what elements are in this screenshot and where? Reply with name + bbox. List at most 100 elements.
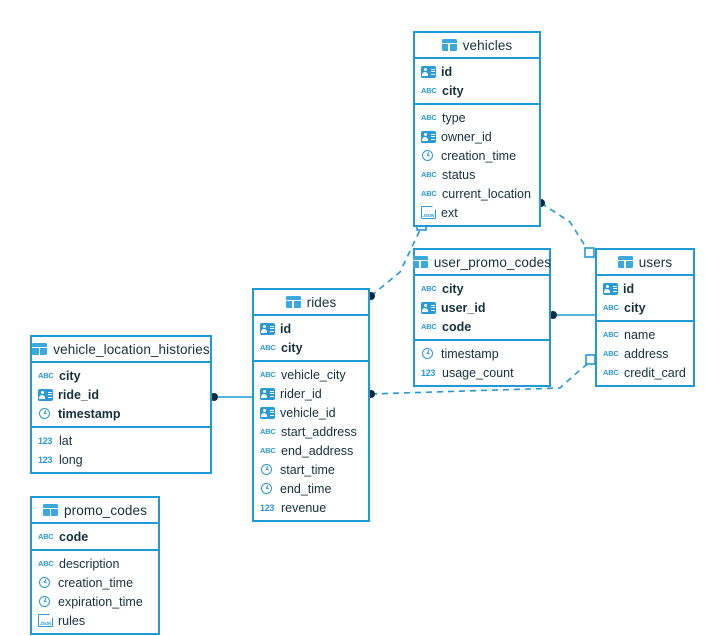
abc-string-icon: ABC (421, 169, 437, 179)
number-icon: 123 (38, 454, 53, 465)
column-row-ride_id[interactable]: ride_id (32, 385, 210, 404)
column-label: city (442, 83, 464, 98)
abc-string-icon: ABC (421, 112, 437, 122)
table-header-vehicles[interactable]: vehicles (415, 33, 539, 59)
column-label: vehicle_city (281, 367, 346, 382)
json-doc-icon: JSON (38, 613, 54, 627)
clock-icon (38, 576, 53, 589)
column-row-rules[interactable]: JSON rules (32, 611, 158, 630)
table-title: vehicles (462, 37, 513, 53)
column-row-timestamp[interactable]: timestamp (415, 344, 549, 363)
columns-section: 123 lat 123 long (32, 428, 210, 472)
number-icon: 123 (38, 435, 53, 446)
column-label: rider_id (280, 386, 322, 401)
column-row-id[interactable]: id (597, 279, 693, 298)
column-label: id (623, 281, 635, 296)
clock-icon (421, 149, 436, 162)
column-row-name[interactable]: ABC name (597, 325, 693, 344)
column-label: long (59, 452, 83, 467)
column-label: code (442, 319, 472, 334)
table-grid-icon (441, 39, 457, 51)
relationship-vehicle-location-histories-to-rides (210, 393, 252, 401)
id-card-icon (421, 130, 436, 143)
table-grid-icon (617, 256, 633, 268)
column-label: ext (441, 205, 458, 220)
column-label: name (624, 327, 656, 342)
column-label: description (59, 556, 120, 571)
column-row-timestamp[interactable]: timestamp (32, 404, 210, 423)
table-header-vehicle_location_histories[interactable]: vehicle_location_histories (32, 337, 210, 363)
id-card-icon (260, 322, 275, 335)
id-card-icon (260, 406, 275, 419)
column-row-description[interactable]: ABC description (32, 554, 158, 573)
column-label: credit_card (624, 365, 686, 380)
column-label: creation_time (441, 148, 517, 163)
table-title: vehicle_location_histories (53, 341, 210, 357)
column-row-owner_id[interactable]: owner_id (415, 127, 539, 146)
column-row-creation_time[interactable]: creation_time (32, 573, 158, 592)
column-row-end_time[interactable]: end_time (254, 479, 368, 498)
column-label: current_location (442, 186, 531, 201)
column-row-rider_id[interactable]: rider_id (254, 384, 368, 403)
columns-section: ABC description creation_time expiration_ti… (32, 551, 158, 633)
column-row-vehicle_id[interactable]: vehicle_id (254, 403, 368, 422)
column-label: code (59, 529, 89, 544)
column-row-creation_time[interactable]: creation_time (415, 146, 539, 165)
table-header-promo_codes[interactable]: promo_codes (32, 498, 158, 524)
id-card-icon (421, 65, 436, 78)
column-row-lat[interactable]: 123 lat (32, 431, 210, 450)
id-card-icon (603, 282, 618, 295)
column-row-id[interactable]: id (254, 319, 368, 338)
column-row-start_time[interactable]: start_time (254, 460, 368, 479)
column-label: lat (59, 433, 73, 448)
column-row-user_id[interactable]: user_id (415, 298, 549, 317)
column-label: expiration_time (58, 594, 143, 609)
table-header-users[interactable]: users (597, 250, 693, 276)
column-label: rules (58, 613, 86, 628)
table-grid-icon (412, 256, 428, 268)
table-grid-icon (285, 296, 301, 308)
column-row-long[interactable]: 123 long (32, 450, 210, 469)
abc-string-icon: ABC (603, 329, 619, 339)
table-grid-icon (43, 504, 59, 516)
abc-string-icon: ABC (38, 558, 54, 568)
column-label: ride_id (58, 387, 99, 402)
clock-icon (260, 463, 275, 476)
table-header-rides[interactable]: rides (254, 290, 368, 316)
column-row-id[interactable]: id (415, 62, 539, 81)
column-row-expiration_time[interactable]: expiration_time (32, 592, 158, 611)
table-header-user_promo_codes[interactable]: user_promo_codes (412, 250, 551, 276)
relationship-user-promo-codes-to-users (549, 311, 595, 319)
abc-string-icon: ABC (38, 370, 54, 380)
column-label: start_address (281, 424, 357, 439)
